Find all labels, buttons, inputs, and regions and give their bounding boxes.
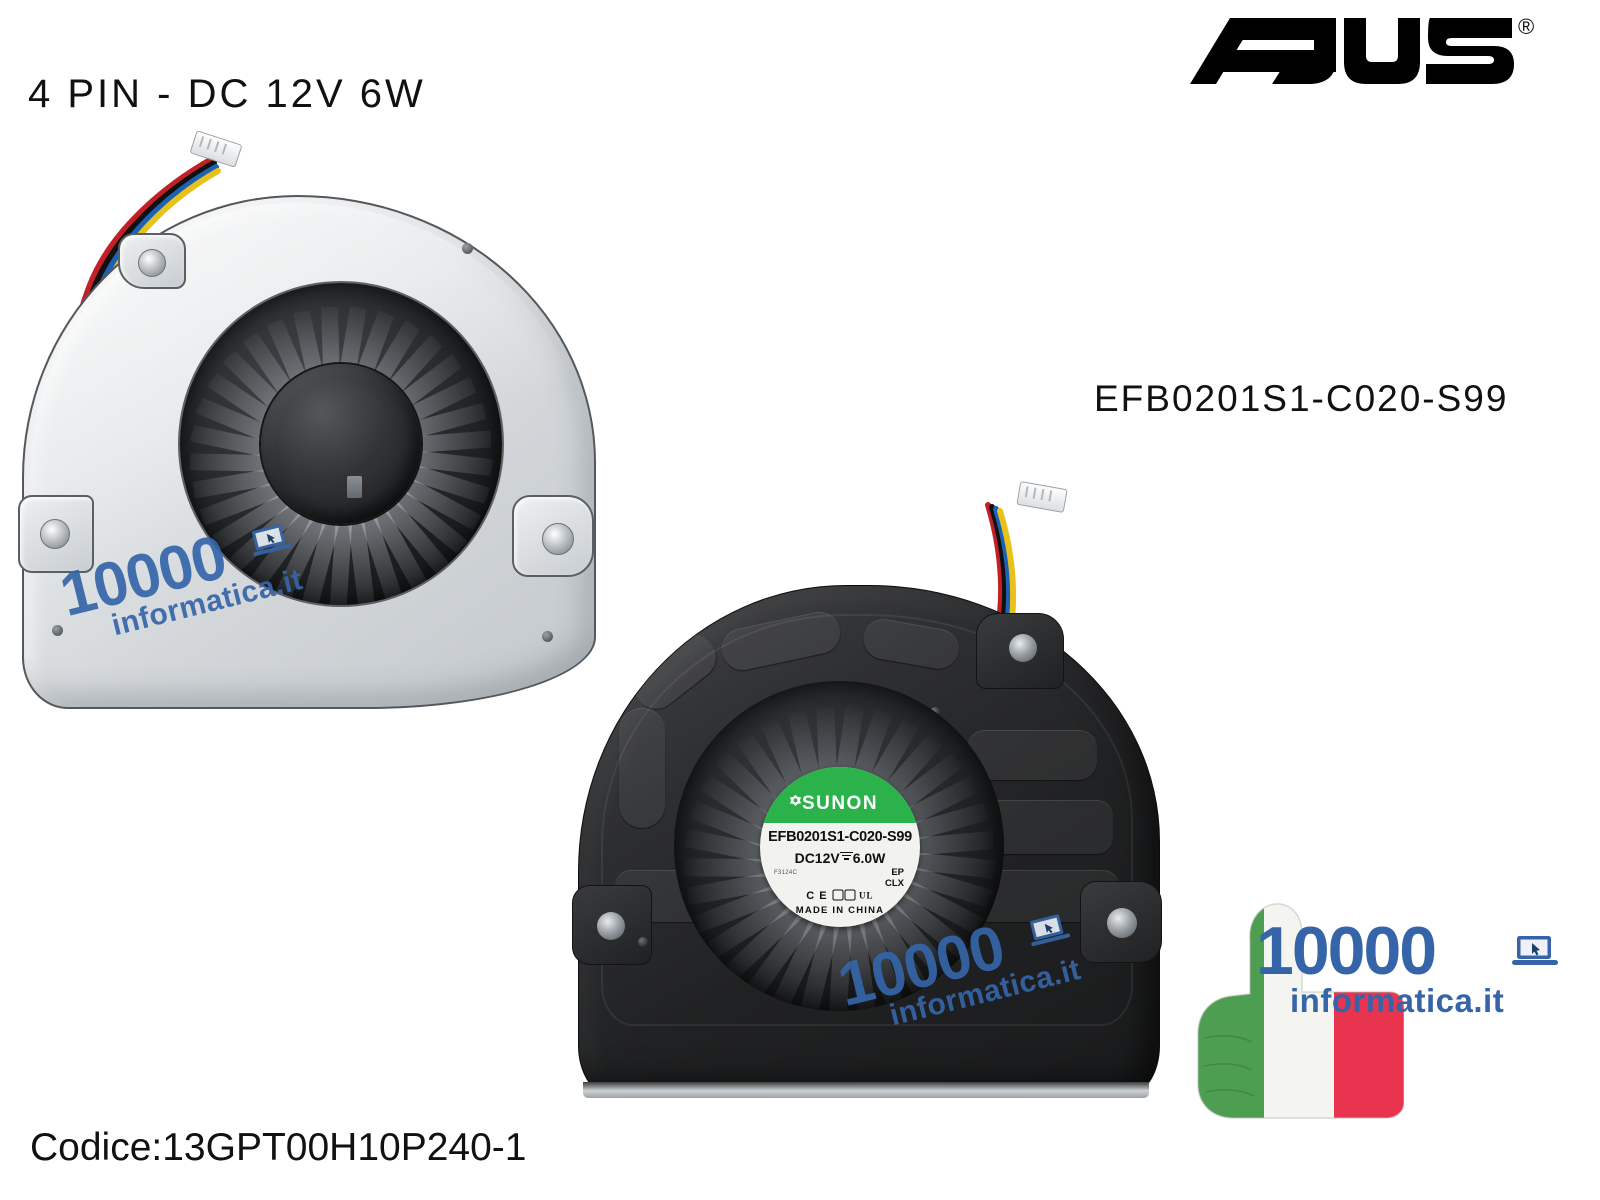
- sunon-brand-text: SUNON: [801, 793, 879, 814]
- fan1-screw-point: [462, 243, 473, 254]
- fan1-hub-mark: [347, 476, 363, 499]
- sunon-model-text: EFB0201S1-C020-S99: [768, 829, 912, 845]
- product-code-label: Codice:13GPT00H10P240-1: [30, 1126, 527, 1169]
- svg-text:UL: UL: [859, 891, 874, 901]
- fan2-screw-point: [638, 937, 648, 947]
- seller-logo: 10000 informatica.it: [1256, 913, 1558, 1020]
- seller-brand-block: 10000 informatica.it: [1190, 870, 1590, 1120]
- fan1-hub: [261, 364, 421, 524]
- class-line-1: EP: [891, 867, 904, 878]
- fan1-screw-point: [52, 625, 63, 636]
- seller-logo-number: 10000: [1256, 913, 1437, 989]
- part-number-label: EFB0201S1-C020-S99: [1094, 378, 1509, 419]
- cooling-fan-top-view: [18, 130, 596, 709]
- ce-mark-text: C E: [806, 890, 828, 902]
- label-green-band: [760, 767, 920, 823]
- cooling-fan-bottom-view: SUNON EFB0201S1-C020-S99 DC12V 6.0W F3124…: [572, 481, 1162, 1098]
- laptop-icon: [1512, 934, 1558, 973]
- fan1-screw-point: [542, 631, 553, 642]
- power-value: 6.0W: [852, 850, 886, 867]
- sunon-product-label: SUNON EFB0201S1-C020-S99 DC12V 6.0W F3124…: [760, 767, 920, 927]
- fan2-impeller: SUNON EFB0201S1-C020-S99 DC12V 6.0W F3124…: [674, 681, 1004, 1011]
- sunon-rating-text: DC12V 6.0W: [760, 850, 920, 866]
- fan2-metal-base-strip: [583, 1082, 1149, 1098]
- sunon-lot-code: F3124C: [774, 870, 798, 876]
- dc-symbol-icon: [839, 850, 853, 861]
- sunon-flower-icon: [788, 794, 803, 809]
- specification-text: 4 PIN - DC 12V 6W: [28, 72, 426, 116]
- asus-logo: [1186, 10, 1516, 88]
- ul-tuv-marks-icon: UL: [832, 889, 874, 901]
- registered-trademark-mark: ®: [1518, 14, 1535, 39]
- seller-logo-domain: informatica.it: [1290, 982, 1505, 1020]
- italian-flag-thumbs-up-icon: [1194, 888, 1405, 1120]
- fan2-mount-tab-top-right: [976, 613, 1064, 689]
- fan1-mount-tab-bottom-left: [18, 495, 94, 573]
- class-line-2: CLX: [885, 878, 904, 889]
- fan2-mount-tab-bottom-right: [1080, 881, 1162, 963]
- certification-marks: C E UL: [760, 889, 920, 902]
- voltage-value: DC12V: [794, 850, 840, 867]
- origin-text: MADE IN CHINA: [795, 905, 885, 916]
- fan1-mount-tab-top-left: [118, 233, 186, 289]
- fan1-mount-tab-bottom-right: [512, 495, 594, 577]
- fan1-impeller: [180, 283, 502, 605]
- fan2-mount-tab-bottom-left: [572, 885, 652, 965]
